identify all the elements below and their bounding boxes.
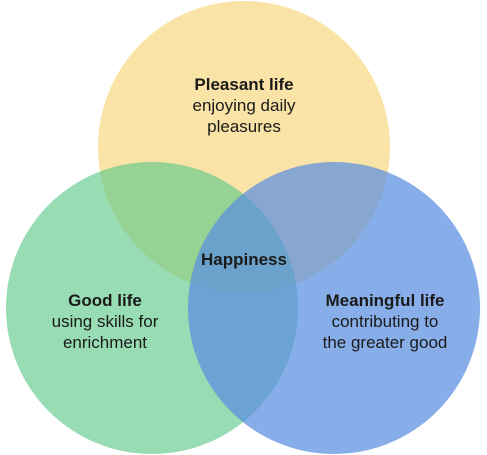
meaningful-life-description-line-1: contributing to bbox=[331, 312, 439, 331]
meaningful-life-title: Meaningful life bbox=[325, 291, 445, 310]
good-life-title: Good life bbox=[68, 291, 142, 310]
meaningful-life-description-line-2: the greater good bbox=[322, 333, 448, 352]
happiness-center-label: Happiness bbox=[201, 250, 287, 269]
meaningful-life-circle bbox=[188, 162, 480, 454]
good-life-description-line-1: using skills for bbox=[51, 312, 159, 331]
good-life-label: Good life using skills for enrichment bbox=[5, 290, 205, 353]
pleasant-life-description-line-1: enjoying daily bbox=[192, 96, 296, 115]
good-life-description-line-2: enrichment bbox=[62, 333, 148, 352]
pleasant-life-title: Pleasant life bbox=[194, 75, 294, 94]
pleasant-life-label: Pleasant life enjoying daily pleasures bbox=[144, 74, 344, 137]
pleasant-life-description-line-2: pleasures bbox=[207, 117, 281, 136]
meaningful-life-label: Meaningful life contributing to the grea… bbox=[285, 290, 485, 353]
